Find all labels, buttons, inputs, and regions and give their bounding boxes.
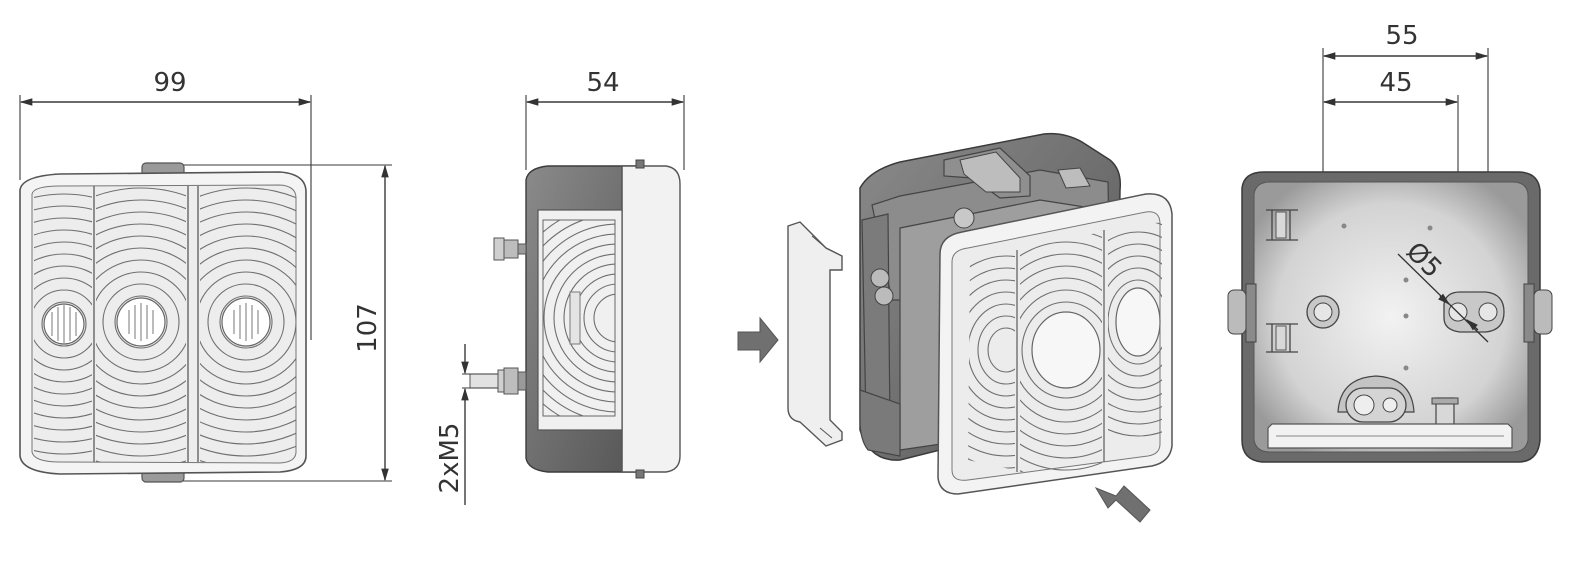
mounting-hole-left xyxy=(1306,295,1340,329)
dimension-inner-spacing-label: 45 xyxy=(1379,68,1412,98)
cover-plate xyxy=(787,221,843,447)
front-view: 99 107 xyxy=(19,68,392,483)
lens-insert-arrow-icon xyxy=(1094,485,1151,523)
mounting-stud-upper xyxy=(493,237,527,261)
exploded-view xyxy=(737,132,1173,523)
back-view: 55 45 xyxy=(1227,21,1553,463)
thread-size-label: 2xM5 xyxy=(435,423,465,494)
dimension-width-label: 99 xyxy=(153,68,186,98)
dimension-depth-label: 54 xyxy=(586,68,619,98)
dimension-height-label: 107 xyxy=(353,303,383,353)
dimension-outer-spacing-label: 55 xyxy=(1385,21,1418,51)
side-view: 54 xyxy=(435,68,685,505)
mounting-stud-lower xyxy=(469,367,527,395)
insert-arrow-icon xyxy=(737,316,779,364)
